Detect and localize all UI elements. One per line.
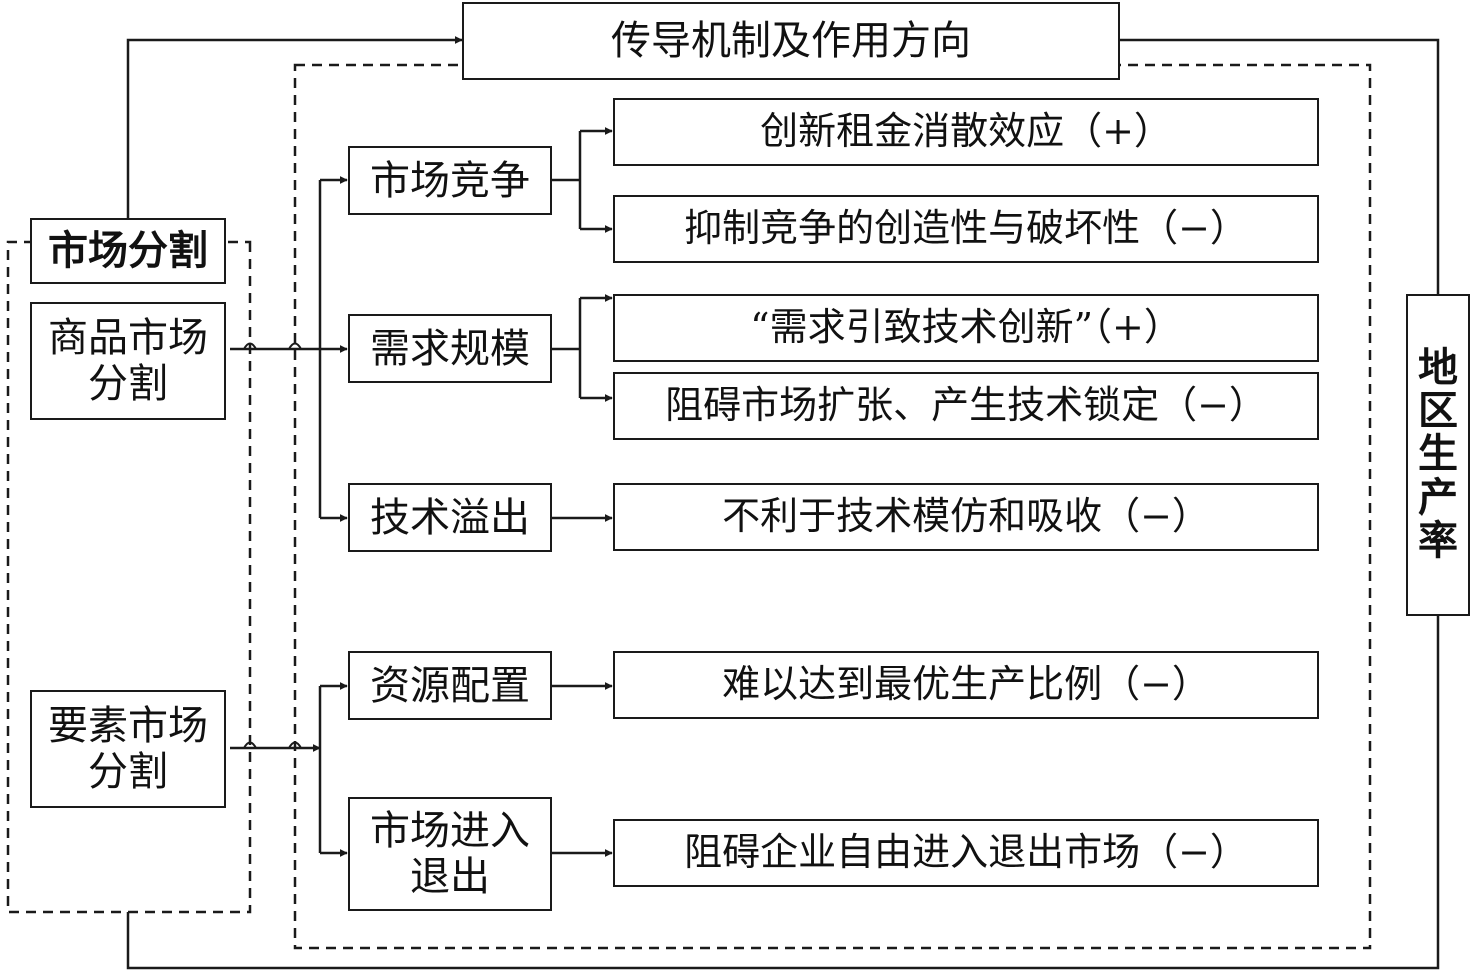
line-outcome-bottom-return: [126, 616, 1440, 970]
mechanism-resource-allocation: 资源配置: [348, 651, 552, 720]
line-hop: [288, 741, 302, 749]
effect-box-1: 创新租金消散效应（+）: [613, 98, 1319, 166]
title-text: 传导机制及作用方向: [611, 18, 971, 64]
outcome-char: 区: [1418, 388, 1458, 435]
effect-box-7: 阻碍企业自由进入退出市场（−）: [613, 819, 1319, 887]
source-group-boundary: [6, 240, 252, 914]
market-segmentation-text: 市场分割: [48, 228, 208, 274]
factor-market-segmentation-text: 要素市场分割: [48, 703, 208, 795]
mechanism-tech-spillover: 技术溢出: [348, 483, 552, 552]
mechanism-demand-scale: 需求规模: [348, 314, 552, 383]
effect-box-4: 阻碍市场扩张、产生技术锁定（−）: [613, 372, 1319, 440]
title-box: 传导机制及作用方向: [462, 2, 1120, 80]
arrow-source-to-title: [126, 36, 463, 218]
effect-box-2: 抑制竞争的创造性与破坏性（−）: [613, 195, 1319, 263]
effect-box-5: 不利于技术模仿和吸收（−）: [613, 483, 1319, 551]
line-hop: [288, 342, 302, 350]
regional-productivity-box: 地区生产率: [1406, 294, 1470, 616]
market-segmentation-box: 市场分割: [30, 218, 226, 284]
line-hop: [243, 342, 257, 350]
effect-label: 抑制竞争的创造性与破坏性（−）: [684, 206, 1248, 251]
effect-box-3: “需求引致技术创新”（+）: [613, 294, 1319, 362]
effect-label: “需求引致技术创新”（+）: [750, 305, 1182, 350]
effect-label: 不利于技术模仿和吸收（−）: [722, 494, 1210, 539]
effect-label: 阻碍市场扩张、产生技术锁定（−）: [665, 383, 1267, 428]
factor-market-segmentation-box: 要素市场分割: [30, 690, 226, 808]
regional-productivity-text: 地区生产率: [1418, 345, 1458, 564]
effect-box-6: 难以达到最优生产比例（−）: [613, 651, 1319, 719]
outcome-char: 地: [1418, 345, 1458, 392]
mechanism-market-entry-exit: 市场进入退出: [348, 797, 552, 911]
effect-label: 阻碍企业自由进入退出市场（−）: [684, 830, 1248, 875]
outcome-char: 率: [1418, 517, 1458, 564]
mechanism-label: 市场进入退出: [370, 808, 530, 900]
mechanism-label: 需求规模: [370, 325, 530, 372]
mechanism-label: 市场竞争: [370, 157, 530, 204]
goods-market-segmentation-text: 商品市场分割: [48, 315, 208, 407]
effect-label: 创新租金消散效应（+）: [760, 109, 1172, 154]
mechanism-group-boundary: [293, 63, 1372, 950]
mechanism-market-competition: 市场竞争: [348, 146, 552, 215]
goods-market-segmentation-box: 商品市场分割: [30, 302, 226, 420]
branch-market-competition: [552, 131, 582, 229]
mechanism-label: 技术溢出: [370, 494, 530, 541]
line-hop: [243, 741, 257, 749]
branch-demand-scale: [552, 298, 582, 398]
mechanism-label: 资源配置: [370, 662, 530, 709]
outcome-char: 产: [1418, 474, 1458, 521]
line-title-to-outcome: [1120, 38, 1440, 296]
outcome-char: 生: [1418, 431, 1458, 478]
effect-label: 难以达到最优生产比例（−）: [722, 662, 1210, 707]
